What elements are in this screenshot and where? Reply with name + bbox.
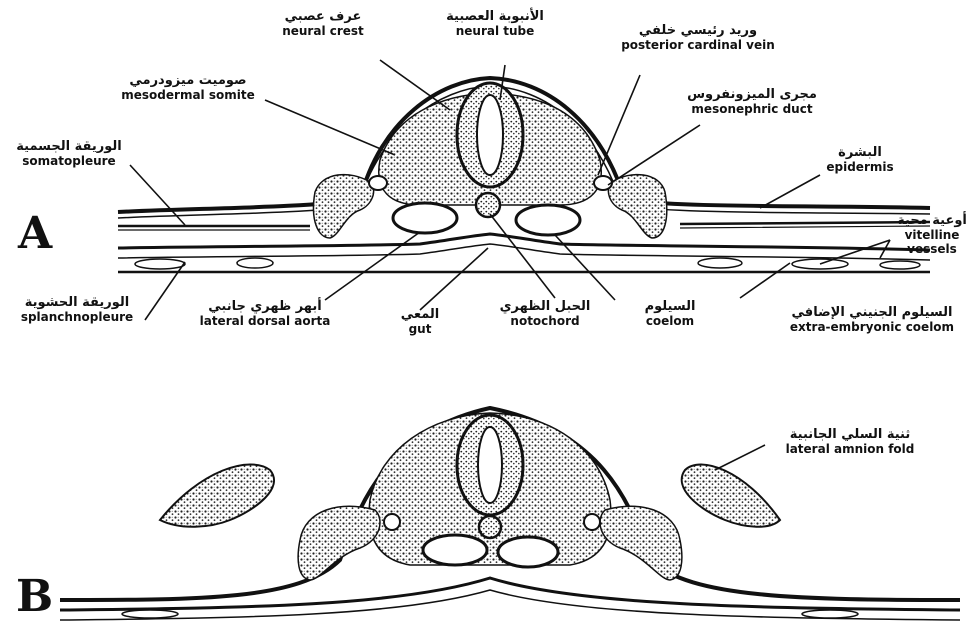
label-epidermis: البشرة epidermis [800,146,920,175]
gut-arabic: المعي [395,308,445,323]
label-splanchnopleure: الوريقة الحشوية splanchnopleure [2,296,152,325]
neural-tube-arabic: الأنبوبة العصبية [420,10,570,25]
label-somatopleure: الوريقة الجسمية somatopleure [4,140,134,169]
gut-endoderm-a [118,234,930,250]
vitelline-vessels-english-1: vitelline [892,229,972,243]
somatopleure-english: somatopleure [4,155,134,169]
label-lateral-amnion-fold: ثنية السلي الجانبية lateral amnion fold [765,428,935,457]
splanchnopleure-arabic: الوريقة الحشوية [2,296,152,311]
lateral-amnion-fold-english: lateral amnion fold [765,443,935,457]
notochord-english: notochord [490,315,600,329]
amnion-fold-left-b [160,464,274,526]
lateral-mesoderm-right-a [608,175,666,238]
epidermis-english: epidermis [800,161,920,175]
dorsal-aorta-left-a [393,203,457,233]
panel-a-letter: A [18,212,52,256]
label-gut: المعي gut [395,308,445,337]
leader-line-amnion [715,445,765,470]
lateral-mesoderm-left-a [313,175,373,238]
splanchnopleure-english: splanchnopleure [2,311,152,325]
vitelline-vessels-arabic: أوعية محية [892,214,972,229]
cardinal-vein-left-a [369,176,387,190]
amnion-fold-right-b [682,464,780,526]
label-mesonephric-duct: مجرى الميزونفروس mesonephric duct [672,88,832,117]
neural-crest-arabic: عرف عصبي [258,10,388,25]
label-vitelline-vessels: أوعية محية vitelline vessels [892,214,972,257]
cardinal-vein-right-a [594,176,612,190]
vitelline-vessels-english-2: vessels [892,243,972,257]
dorsal-aorta-right-a [516,205,580,235]
somatopleure-arabic: الوريقة الجسمية [4,140,134,155]
panel-b-letter: B [16,575,53,619]
label-mesodermal-somite: صوميت ميزودرمي mesodermal somite [98,74,278,103]
label-notochord: الحبل الظهري notochord [490,300,600,329]
lateral-amnion-fold-arabic: ثنية السلي الجانبية [765,428,935,443]
label-posterior-cardinal-vein: وريد رئيسي خلفي posterior cardinal vein [598,24,798,53]
neural-tube-english: neural tube [420,25,570,39]
label-lateral-dorsal-aorta: أبهر ظهري جانبي lateral dorsal aorta [180,300,350,329]
lateral-dorsal-aorta-arabic: أبهر ظهري جانبي [180,300,350,315]
posterior-cardinal-vein-arabic: وريد رئيسي خلفي [598,24,798,39]
notochord-b [479,516,501,538]
label-neural-tube: الأنبوبة العصبية neural tube [420,10,570,39]
extra-embryonic-coelom-arabic: السيلوم الجنيني الإضافي [772,306,972,321]
lateral-dorsal-aorta-english: lateral dorsal aorta [180,315,350,329]
coelom-arabic: السيلوم [625,300,715,315]
extra-embryonic-coelom-english: extra-embryonic coelom [772,321,972,335]
gut-english: gut [395,323,445,337]
epidermis-arabic: البشرة [800,146,920,161]
notochord-a [476,193,500,217]
label-coelom: السيلوم coelom [625,300,715,329]
label-neural-crest: عرف عصبي neural crest [258,10,388,39]
label-extra-embryonic-coelom: السيلوم الجنيني الإضافي extra-embryonic … [772,306,972,335]
mesonephric-duct-arabic: مجرى الميزونفروس [672,88,832,103]
mesodermal-somite-english: mesodermal somite [98,89,278,103]
neural-crest-english: neural crest [258,25,388,39]
mesodermal-somite-arabic: صوميت ميزودرمي [98,74,278,89]
coelom-english: coelom [625,315,715,329]
mesonephric-duct-english: mesonephric duct [672,103,832,117]
notochord-arabic: الحبل الظهري [490,300,600,315]
posterior-cardinal-vein-english: posterior cardinal vein [598,39,798,53]
